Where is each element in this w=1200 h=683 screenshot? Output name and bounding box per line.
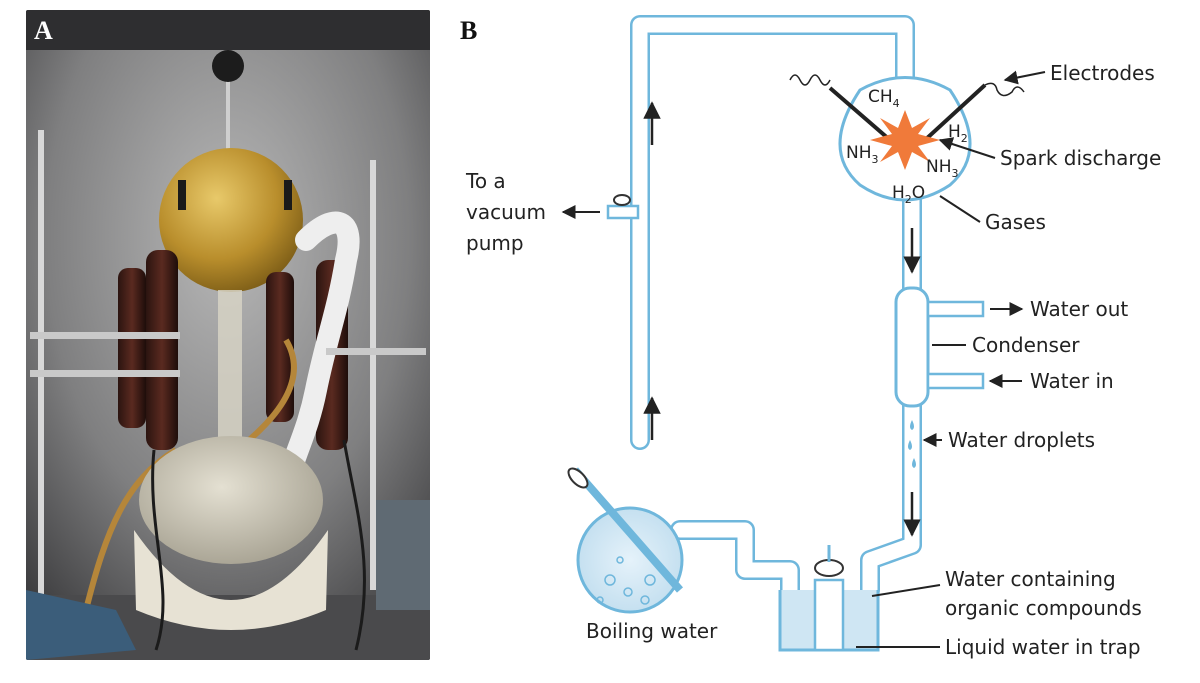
electrode-left [828,86,892,142]
molecule-nh3-right: NH3 [926,157,959,180]
trap-stem [813,578,845,652]
label-water-droplets: Water droplets [948,428,1095,452]
flow-arrows [643,101,921,537]
callout-lines [561,70,1046,648]
label-vacuum-line1: To a [465,169,506,193]
boiling-bubbles [596,556,656,605]
miller-urey-diagram: CH4 H2 NH3 NH3 H2O [465,15,1161,659]
droplet-1 [910,420,914,430]
water-trap [778,545,880,652]
insulated-tube [277,211,360,491]
boiling-flask [567,467,684,614]
clamp-base [26,590,136,660]
panel-label-b: B [460,16,478,45]
vacuum-valve [613,194,631,206]
support-rod-left [38,130,44,600]
condenser-outlet [926,300,985,318]
label-condenser: Condenser [972,333,1080,357]
lower-glass-flask [139,436,323,564]
label-vacuum-line2: vacuum [466,200,546,224]
cylinder-2 [146,250,178,450]
top-stopper [212,50,244,82]
label-water-containing-line1: Water containing [945,567,1116,591]
label-water-out: Water out [1030,297,1128,321]
electrode-wire-right [984,82,1025,97]
label-electrodes: Electrodes [1050,61,1155,85]
label-water-in: Water in [1030,369,1114,393]
label-boiling-water: Boiling water [586,619,718,643]
electrode-wire-left [789,74,831,86]
label-vacuum-line3: pump [466,231,524,255]
clamp-bar-1 [30,332,180,339]
water-droplets [908,420,916,468]
spark-chamber [789,74,1025,202]
vacuum-side-arm [606,204,640,220]
tube-bottom-inner [672,522,798,598]
spark-discharge-burst [870,110,940,170]
gold-flask [159,148,303,292]
power-box [376,500,430,610]
electrode-right [923,83,987,142]
heating-mantle [134,530,328,630]
molecule-h2o: H2O [892,183,925,206]
cable-1 [342,439,366,651]
photo-top-shelf [26,10,430,50]
cylinder-1 [118,268,146,428]
spark-arrow [938,137,996,159]
molecule-ch4: CH4 [868,87,900,110]
boiling-flask-stopper [567,467,589,489]
support-rod-right [370,160,376,590]
tube-bottom [670,520,800,600]
vacuum-stopcock [606,194,640,220]
condenser [894,286,985,408]
droplet-2 [908,440,912,450]
condenser-jacket [894,286,930,408]
tube-left-top-inner [632,17,913,448]
droplet-3 [912,458,916,468]
tube-right-lower-inner [862,392,920,598]
boiling-flask-body [576,506,684,614]
clamp-right [284,180,292,210]
condenser-inlet [926,372,985,390]
organic-water-leader [871,584,941,597]
label-gases: Gases [985,210,1046,234]
apparatus-photo [26,10,430,660]
panel-label-a: A [34,16,53,45]
gases-leader [939,195,981,223]
clamp-bar-2 [30,370,180,377]
cylinder-3 [266,272,294,422]
trap-stopcock [814,559,844,577]
boiling-flask-neck [571,467,684,593]
molecule-h2: H2 [948,122,968,145]
label-water-containing-line2: organic compounds [945,596,1142,620]
electrodes-arrow [1003,70,1046,85]
glass-column [218,290,242,440]
apparatus-photo-illustration [26,10,430,660]
molecule-nh3-left: NH3 [846,143,879,166]
label-spark-discharge: Spark discharge [1000,146,1161,170]
label-liquid-water-trap: Liquid water in trap [945,635,1141,659]
clamp-left [178,180,186,210]
clamp-bar-3 [326,348,426,355]
cable-2 [151,449,165,651]
